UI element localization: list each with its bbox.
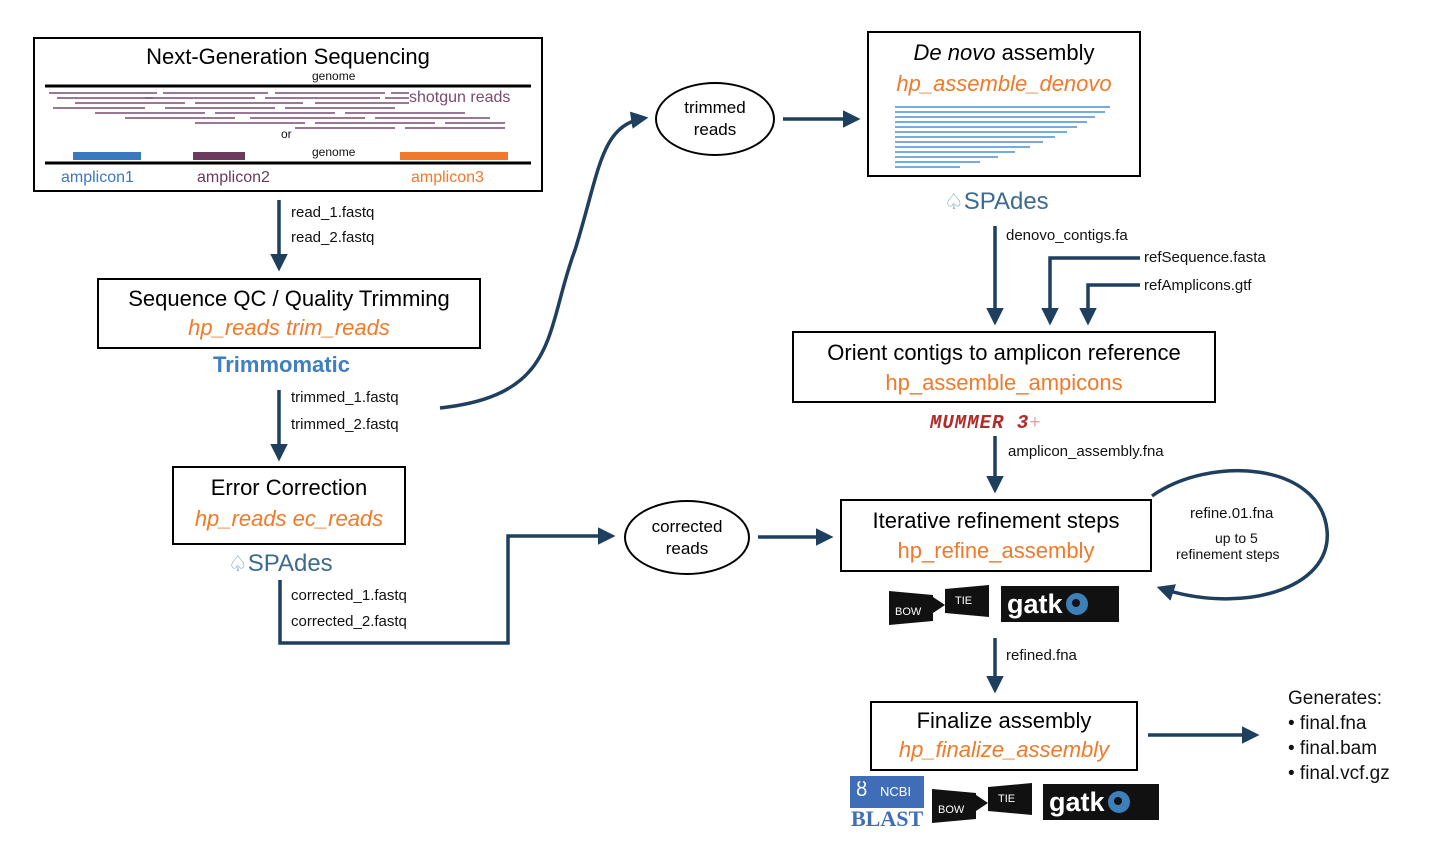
corrected-reads-node: corrected reads: [624, 500, 750, 575]
amplicon1-bar: [73, 152, 141, 160]
bowtie-right-text: TIE: [998, 793, 1015, 805]
file-ref-sequence: refSequence.fasta: [1144, 249, 1266, 266]
orient-step-box: Orient contigs to amplicon reference hp_…: [792, 331, 1216, 403]
bowtie-logo-finalize: BOW TIE: [932, 783, 1032, 823]
file-corrected-1: corrected_1.fastq: [291, 587, 407, 604]
generates-heading: Generates:: [1288, 688, 1382, 709]
generates-item: • final.bam: [1288, 738, 1378, 759]
bowtie-left-text: BOW: [938, 804, 965, 816]
trimmed-reads-line2: reads: [693, 120, 737, 139]
gatk-logo-refine: gatk: [1001, 586, 1119, 622]
finalize-step-box: Finalize assembly hp_finalize_assembly: [870, 701, 1138, 771]
generates-item: • final.fna: [1288, 713, 1367, 734]
trimmomatic-logo: Trimmomatic: [213, 352, 350, 377]
file-trimmed-1: trimmed_1.fastq: [291, 389, 399, 406]
file-denovo-contigs: denovo_contigs.fa: [1006, 227, 1128, 244]
genome-label-top: genome: [312, 69, 356, 83]
arrow-trimmed-to-oval: [439, 111, 649, 410]
qc-command: hp_reads trim_reads: [188, 315, 390, 340]
loop-file: refine.01.fna: [1190, 505, 1274, 522]
refine-title: Iterative refinement steps: [872, 508, 1120, 533]
file-amplicon-assembly: amplicon_assembly.fna: [1008, 443, 1164, 460]
amplicon3-bar: [400, 152, 508, 160]
arrow-refseq-to-orient: [1041, 256, 1140, 326]
contig-lines: [895, 106, 1110, 168]
spades-text: SPAdes: [247, 550, 333, 577]
file-trimmed-2: trimmed_2.fastq: [291, 416, 399, 433]
trimmed-reads-node: trimmed reads: [655, 82, 775, 156]
gatk-text: gatk: [1007, 588, 1063, 619]
amplicon2-bar: [193, 152, 245, 160]
gatk-text: gatk: [1049, 786, 1105, 817]
mummer-text: MUMMER 3: [930, 412, 1030, 434]
qc-step-box: Sequence QC / Quality Trimming hp_reads …: [97, 278, 481, 349]
file-read-2: read_2.fastq: [291, 229, 375, 246]
file-refined: refined.fna: [1006, 647, 1077, 664]
bowtie-left-text: BOW: [895, 606, 922, 618]
refine-command: hp_refine_assembly: [897, 538, 1095, 563]
spades-text: SPAdes: [963, 188, 1049, 215]
finalize-title: Finalize assembly: [916, 708, 1092, 733]
spades-drop-icon: ♤: [944, 189, 964, 214]
finalize-command: hp_finalize_assembly: [898, 737, 1110, 762]
generates-item: • final.vcf.gz: [1288, 763, 1390, 784]
ngs-panel: Next-Generation Sequencing genome shotgu…: [33, 37, 543, 192]
spades-drop-icon: ♤: [228, 551, 248, 576]
denovo-title-rest: assembly: [995, 40, 1095, 65]
bowtie-logo-refine: BOW TIE: [889, 585, 989, 625]
file-corrected-2: corrected_2.fastq: [291, 613, 407, 630]
amplicon1-label: amplicon1: [61, 169, 134, 186]
gatk-q-icon: [1065, 593, 1088, 615]
qc-title: Sequence QC / Quality Trimming: [128, 286, 450, 311]
file-read-1: read_1.fastq: [291, 204, 375, 221]
amplicon2-label: amplicon2: [197, 169, 270, 186]
arrow-corrected-to-oval: [278, 527, 616, 645]
arrow-refine-loop: [1150, 469, 1329, 601]
gatk-q-icon: [1107, 791, 1130, 813]
loop-note-2: refinement steps: [1176, 546, 1280, 562]
genome-label-bottom: genome: [312, 145, 356, 159]
corrected-reads-line1: corrected: [651, 516, 723, 536]
ncbi-logo: ȣ NCBI: [850, 776, 924, 808]
bowtie-right-text: TIE: [955, 595, 972, 607]
denovo-title: De novo assembly: [869, 40, 1139, 66]
ncbi-text: NCBI: [880, 784, 912, 799]
denovo-title-italic: De novo: [913, 40, 996, 65]
amplicon3-label: amplicon3: [411, 169, 484, 186]
denovo-command: hp_assemble_denovo: [896, 71, 1112, 96]
mummer-logo: MUMMER 3+: [930, 412, 1042, 434]
ngs-illustration: [45, 84, 531, 165]
orient-title: Orient contigs to amplicon reference: [827, 340, 1181, 365]
spades-logo-ec: ♤SPAdes: [228, 550, 333, 578]
corrected-reads-line2: reads: [665, 538, 709, 558]
ngs-title: Next-Generation Sequencing: [146, 44, 430, 69]
ec-title: Error Correction: [210, 475, 368, 500]
ec-command: hp_reads ec_reads: [194, 506, 384, 531]
ec-step-box: Error Correction hp_reads ec_reads: [172, 466, 406, 545]
spades-logo-denovo: ♤SPAdes: [944, 188, 1049, 216]
gatk-logo-finalize: gatk: [1043, 784, 1159, 820]
generates-list: Generates: • final.fna • final.bam • fin…: [1288, 686, 1390, 786]
blast-logo-text: BLAST: [851, 806, 924, 831]
ncbi-helix-icon: ȣ: [856, 779, 868, 801]
orient-command: hp_assemble_ampicons: [885, 370, 1123, 395]
denovo-step-box: De novo assembly hp_assemble_denovo: [867, 31, 1141, 177]
shotgun-reads-label: shotgun reads: [409, 89, 511, 107]
arrow-refamp-to-orient: [1079, 283, 1140, 326]
mummer-plus: +: [1029, 412, 1042, 434]
or-label: or: [281, 127, 292, 141]
trimmed-reads-line1: trimmed: [684, 98, 746, 117]
file-ref-amplicons: refAmplicons.gtf: [1144, 277, 1252, 294]
refine-step-box: Iterative refinement steps hp_refine_ass…: [840, 499, 1152, 572]
loop-note-1: up to 5: [1215, 530, 1258, 546]
